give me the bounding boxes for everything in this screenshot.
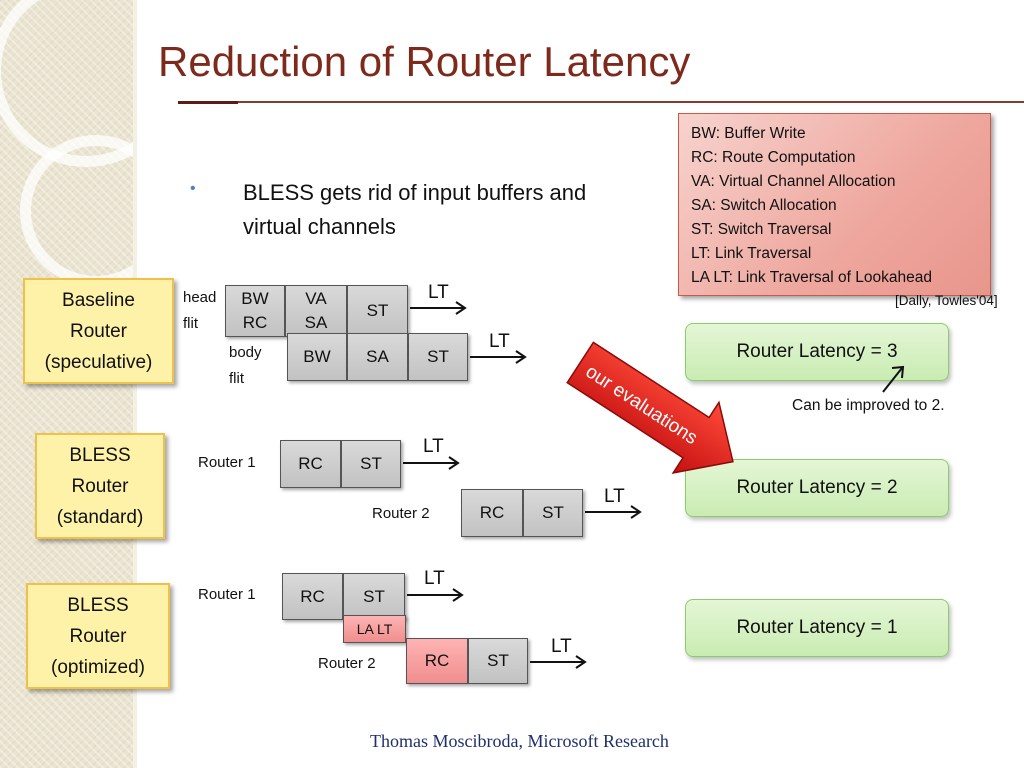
- title-underline: [178, 101, 1024, 103]
- stage-text: SA: [304, 313, 328, 332]
- label-line: BLESS: [67, 594, 129, 616]
- lt-arrow-icon: [403, 456, 460, 470]
- label-line: (optimized): [51, 656, 145, 678]
- legend-item: VA: Virtual Channel Allocation: [691, 173, 896, 190]
- router-latency-2: Router Latency = 2: [685, 459, 949, 517]
- router1-label: Router 1: [198, 454, 256, 471]
- improvement-arrow-icon: [882, 365, 905, 393]
- stage-text: VA: [305, 289, 327, 308]
- lt-label: LT: [424, 568, 445, 589]
- stage-st: ST: [347, 285, 408, 337]
- label-line: head: [183, 289, 217, 306]
- stage-legend: BW: Buffer Write RC: Route Computation V…: [678, 113, 991, 296]
- bullet-text: BLESS gets rid of input buffers and virt…: [243, 180, 587, 239]
- stage-st: ST: [343, 573, 405, 620]
- stage-rc: RC: [406, 638, 468, 684]
- bless-optimized-router-label: BLESS Router (optimized): [26, 583, 170, 689]
- stage-bw-rc: BW RC: [225, 285, 285, 337]
- lt-arrow-icon: [585, 505, 642, 519]
- legend-item: LT: Link Traversal: [691, 245, 812, 262]
- legend-item: LA LT: Link Traversal of Lookahead: [691, 269, 932, 286]
- decorative-side-stripe: [0, 0, 182, 768]
- label-line: flit: [183, 315, 198, 332]
- lt-label: LT: [489, 331, 510, 352]
- title-underline-accent: [178, 101, 238, 104]
- label-line: BLESS: [69, 444, 131, 466]
- router2-label: Router 2: [372, 505, 430, 522]
- stage-va-sa: VA SA: [285, 285, 347, 337]
- label-line: Router: [69, 625, 127, 647]
- improvement-note: Can be improved to 2.: [792, 397, 945, 414]
- baseline-router-label: Baseline Router (speculative): [23, 278, 174, 384]
- legend-item: BW: Buffer Write: [691, 125, 806, 142]
- lt-label: LT: [428, 282, 449, 303]
- bless-standard-router-label: BLESS Router (standard): [35, 433, 165, 539]
- router-latency-1: Router Latency = 1: [685, 599, 949, 657]
- head-flit-label: head flit: [183, 285, 216, 337]
- lt-label: LT: [551, 636, 572, 657]
- lt-label: LT: [423, 436, 444, 457]
- stage-sa: SA: [347, 333, 408, 381]
- stage-rc: RC: [280, 440, 341, 488]
- stage-st: ST: [468, 638, 528, 684]
- lt-arrow-icon: [407, 588, 464, 602]
- slide-title: Reduction of Router Latency: [158, 38, 691, 85]
- lt-arrow-icon: [470, 350, 527, 364]
- label-line: flit: [229, 370, 244, 387]
- lt-arrow-icon: [410, 301, 467, 315]
- legend-item: ST: Switch Traversal: [691, 221, 832, 238]
- body-flit-label: body flit: [229, 340, 262, 392]
- side-stripe-edge: [133, 0, 137, 768]
- label-line: Router: [71, 475, 129, 497]
- label-line: (speculative): [44, 351, 153, 373]
- label-line: (standard): [56, 506, 144, 528]
- decorative-ring: [20, 135, 172, 287]
- stage-text: RC: [242, 313, 268, 332]
- stage-st: ST: [341, 440, 401, 488]
- stage-rc: RC: [461, 489, 523, 537]
- footer-credit: Thomas Moscibroda, Microsoft Research: [370, 731, 669, 751]
- legend-item: SA: Switch Allocation: [691, 197, 837, 214]
- our-evaluations-arrow-icon: our evaluations: [566, 341, 734, 474]
- router2-label: Router 2: [318, 655, 376, 672]
- bullet-icon: •: [190, 180, 196, 197]
- stage-st: ST: [408, 333, 468, 381]
- legend-item: RC: Route Computation: [691, 149, 856, 166]
- label-line: body: [229, 344, 262, 361]
- label-line: Router: [69, 320, 128, 342]
- router1-label: Router 1: [198, 586, 256, 603]
- stage-bw: BW: [287, 333, 347, 381]
- router-latency-3: Router Latency = 3: [685, 323, 949, 381]
- lt-label: LT: [604, 486, 625, 507]
- stage-st: ST: [523, 489, 583, 537]
- citation: [Dally, Towles'04]: [895, 293, 998, 308]
- stage-text: BW: [241, 289, 269, 308]
- lt-arrow-icon: [530, 655, 587, 669]
- label-line: Baseline: [62, 289, 135, 311]
- stage-la-lt: LA LT: [343, 615, 406, 643]
- stage-rc: RC: [282, 573, 343, 620]
